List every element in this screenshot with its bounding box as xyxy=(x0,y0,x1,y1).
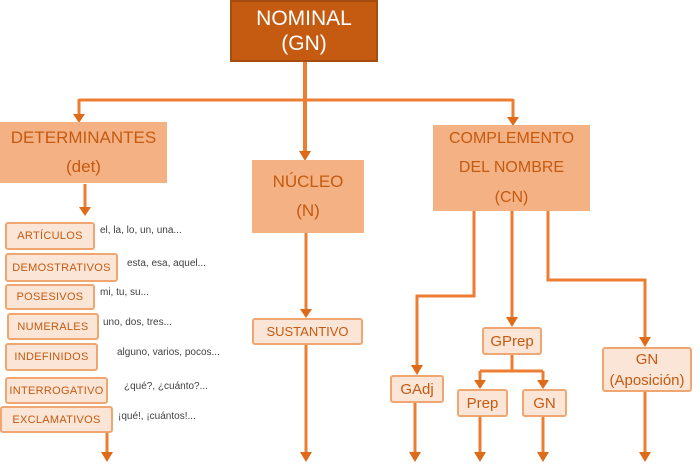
gn-label: GN xyxy=(533,394,556,412)
node-indefinidos: INDEFINIDOS xyxy=(5,343,98,371)
cn-line2: DEL NOMBRE xyxy=(458,159,565,177)
nucleo-title: NÚCLEO xyxy=(272,172,344,192)
exclamativos-examples: ¡qué!, ¡cuántos!... xyxy=(118,411,196,422)
node-articulos: ARTÍCULOS xyxy=(5,222,95,250)
gprep-label: GPrep xyxy=(490,332,534,350)
demostrativos-label: DEMOSTRATIVOS xyxy=(12,261,111,274)
node-determinantes: DETERMINANTES (det) xyxy=(0,122,167,183)
determinantes-subtitle: (det) xyxy=(66,156,101,176)
prep-label: Prep xyxy=(466,394,499,412)
indefinidos-examples: alguno, varios, pocos... xyxy=(117,347,220,358)
demostrativos-examples: esta, esa, aquel... xyxy=(127,258,206,269)
node-prep: Prep xyxy=(457,389,508,417)
articulos-examples: el, la, lo, un, una... xyxy=(100,225,182,236)
node-gn-aposicion: GN (Aposición) xyxy=(602,347,692,392)
node-nucleo: NÚCLEO (N) xyxy=(252,160,364,233)
node-gprep: GPrep xyxy=(482,327,542,355)
node-grupo-nominal: NOMINAL (GN) xyxy=(230,0,378,62)
articulos-label: ARTÍCULOS xyxy=(17,230,83,242)
node-posesivos: POSESIVOS xyxy=(5,284,95,310)
numerales-label: NUMERALES xyxy=(17,320,89,333)
gadj-label: GAdj xyxy=(400,380,434,398)
nucleo-subtitle: (N) xyxy=(296,200,320,220)
root-title: NOMINAL xyxy=(256,6,352,30)
node-demostrativos: DEMOSTRATIVOS xyxy=(5,253,118,282)
indefinidos-label: INDEFINIDOS xyxy=(14,351,89,363)
interrogativo-examples: ¿qué?, ¿cuánto?... xyxy=(124,381,208,392)
node-exclamativos: EXCLAMATIVOS xyxy=(0,406,113,433)
gn-aposicion-line1: GN xyxy=(635,350,659,368)
root-subtitle: (GN) xyxy=(281,31,327,55)
posesivos-examples: mi, tu, su... xyxy=(100,287,149,298)
gn-aposicion-line2: (Aposición) xyxy=(609,371,685,389)
cn-line1: COMPLEMENTO xyxy=(448,129,575,147)
node-complemento-del-nombre: COMPLEMENTO DEL NOMBRE (CN) xyxy=(433,125,590,211)
posesivos-label: POSESIVOS xyxy=(16,291,84,303)
node-gadj: GAdj xyxy=(390,375,444,403)
determinantes-title: DETERMINANTES xyxy=(10,127,157,147)
node-numerales: NUMERALES xyxy=(7,313,99,340)
exclamativos-label: EXCLAMATIVOS xyxy=(12,413,101,426)
numerales-examples: uno, dos, tres... xyxy=(103,317,172,328)
node-sustantivo: SUSTANTIVO xyxy=(252,318,363,345)
node-gn: GN xyxy=(522,389,567,417)
interrogativo-label: INTERROGATIVO xyxy=(9,384,104,397)
sustantivo-label: SUSTANTIVO xyxy=(266,324,349,339)
node-interrogativo: INTERROGATIVO xyxy=(5,377,108,404)
cn-line3: (CN) xyxy=(494,188,529,206)
